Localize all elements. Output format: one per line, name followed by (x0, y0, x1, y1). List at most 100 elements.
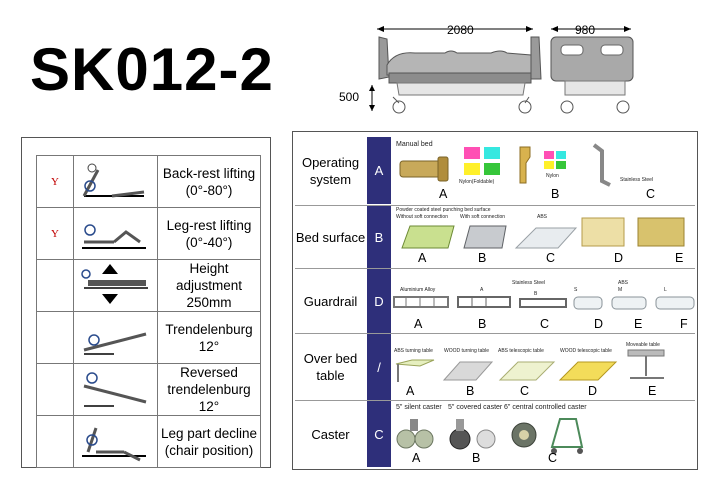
abs-turning-table-image (395, 359, 435, 382)
option-row-caster: Caster C 5" silent caster 5" covered cas… (295, 400, 695, 467)
length-dimension: 2080 (447, 23, 474, 37)
option-letter: B (472, 451, 481, 465)
height-dimension: 500 (339, 90, 359, 104)
function-table: Y Back-rest lifting (0°-80°) Y (36, 155, 261, 468)
nylon-foldable-handle-image (464, 147, 500, 175)
option-letter: F (680, 317, 688, 331)
table-row: Reversed trendelenburg 12° (36, 363, 261, 416)
width-dimension: 980 (575, 23, 595, 37)
guardrail-abs-l-image (655, 296, 695, 310)
option-row-guardrail: Guardrail D Stainless Steel Aluminium Al… (295, 268, 695, 333)
feature-label: Height adjustment 250mm (175, 262, 243, 309)
back-rest-diagram (73, 155, 158, 208)
table-row: Height adjustment 250mm (36, 259, 261, 312)
wood-telescopic-table-image (558, 361, 618, 381)
option-category: Bed surface (295, 229, 366, 245)
feature-label: Leg part decline (chair position) (160, 425, 258, 458)
option-letter: A (406, 384, 415, 398)
feature-mark (36, 363, 74, 416)
silent-caster-image (396, 419, 434, 449)
table-row: Trendelenburg 12° (36, 311, 261, 364)
trendelenburg-diagram (73, 311, 158, 364)
option-caption: B (534, 291, 538, 297)
option-caption: Manual bed (396, 141, 433, 148)
option-caption: A (480, 287, 484, 293)
bed-surface-c-image (514, 227, 578, 249)
option-letter: B (478, 317, 487, 331)
option-letter: A (439, 187, 448, 201)
nylon-color-swatch (544, 151, 566, 169)
option-caption: 6" central controlled caster (504, 404, 587, 411)
abs-telescopic-table-image (498, 361, 556, 381)
option-letter: B (551, 187, 560, 201)
option-letter: E (648, 384, 657, 398)
covered-caster-image (449, 419, 496, 450)
option-letter: B (466, 384, 475, 398)
table-row: Y Back-rest lifting (0°-80°) (36, 155, 261, 208)
guardrail-steel-a-image (457, 296, 511, 308)
option-code: B (367, 206, 391, 268)
option-caption: Aluminium Alloy (400, 287, 436, 293)
option-letter: D (594, 317, 604, 331)
option-letter: A (418, 251, 427, 265)
bed-dimension-drawing: 2080 980 500 (339, 23, 634, 114)
chair-position-diagram (73, 415, 158, 468)
option-caption: Nylon (546, 173, 559, 179)
central-controlled-caster-image (511, 422, 537, 448)
option-row-operating-system: Operating system A Manual bed Nylon(Fold… (295, 137, 695, 204)
option-letter: C (546, 251, 556, 265)
leg-rest-diagram (73, 207, 158, 260)
option-caption: ABS (618, 280, 629, 286)
bed-surface-a-image (401, 225, 455, 249)
table-row: Leg part decline (chair position) (36, 415, 261, 468)
function-panel: Y Back-rest lifting (0°-80°) Y (21, 137, 271, 468)
feature-mark: Y (36, 207, 74, 260)
moveable-table-image (627, 349, 665, 379)
option-caption: With soft connection (460, 214, 506, 220)
reverse-trendelenburg-diagram (73, 363, 158, 416)
guardrail-steel-b-image (519, 298, 567, 308)
table-row: Y Leg-rest lifting (0°-40°) (36, 207, 261, 260)
option-caption: Powder coated steel punching bed surface (396, 207, 491, 213)
height-adjust-diagram (73, 259, 158, 312)
option-caption: WOOD telescopic table (560, 348, 612, 354)
option-category: Over bed table (303, 351, 358, 383)
model-title: SK012-2 (30, 36, 274, 103)
options-panel: Operating system A Manual bed Nylon(Fold… (292, 131, 698, 470)
wood-turning-table-image (442, 361, 494, 381)
manual-crank-image (399, 156, 449, 182)
option-letter: B (478, 251, 487, 265)
option-letter: D (588, 384, 598, 398)
option-code: / (367, 334, 391, 400)
option-caption: M (618, 287, 623, 293)
option-category: Operating system (301, 154, 360, 187)
option-caption: Stainless Steel (620, 177, 654, 183)
option-letter: C (646, 187, 656, 201)
option-caption: 5" silent caster (396, 404, 442, 411)
guardrail-aluminium-image (393, 296, 449, 308)
option-category: Guardrail (303, 293, 358, 309)
guardrail-abs-s-image (573, 296, 603, 310)
option-caption: 5" covered caster (448, 404, 503, 411)
feature-label: Leg-rest lifting (0°-40°) (166, 217, 252, 250)
option-caption: Nylon(Foldable) (459, 179, 495, 185)
option-letter: D (614, 251, 624, 265)
option-code: A (367, 137, 391, 204)
feature-mark: Y (36, 155, 74, 208)
feature-mark (36, 259, 74, 312)
feature-mark (36, 311, 74, 364)
stainless-steel-handle-image (592, 143, 611, 187)
bed-surface-e-image (637, 217, 685, 247)
option-caption: ABS turning table (394, 348, 433, 354)
guardrail-abs-m-image (611, 296, 647, 310)
option-caption: L (664, 287, 667, 293)
option-letter: C (520, 384, 530, 398)
option-letter: C (540, 317, 550, 331)
option-caption: ABS (537, 214, 548, 220)
bed-surface-b-image (463, 225, 507, 249)
feature-label: Trendelenburg 12° (165, 321, 253, 354)
option-row-over-bed-table: Over bed table / ABS turning table WOOD … (295, 333, 695, 400)
option-code: D (367, 269, 391, 333)
feature-label: Reversed trendelenburg 12° (167, 366, 251, 413)
option-caption: S (574, 287, 578, 293)
